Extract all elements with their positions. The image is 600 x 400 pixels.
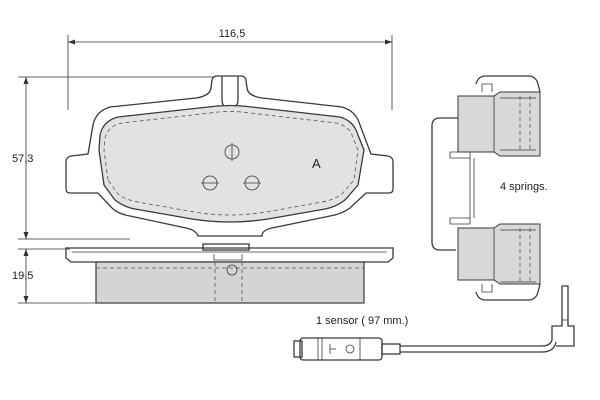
pad-front-view: A: [65, 75, 394, 237]
height-label: 57,3: [12, 153, 33, 165]
pad-marker-label: A: [312, 156, 321, 171]
pad-side-view: [65, 243, 394, 304]
width-label: 116,5: [219, 28, 246, 40]
thickness-label: 19,5: [12, 270, 33, 282]
sensor-label: 1 sensor ( 97 mm.): [316, 315, 408, 327]
height-dimension: 57,3: [12, 76, 215, 240]
width-dimension: 116,5: [67, 28, 393, 110]
wear-sensor: 1 sensor ( 97 mm.): [293, 285, 575, 361]
springs-group: 4 springs.: [431, 75, 548, 301]
springs-label: 4 springs.: [500, 181, 548, 193]
thickness-dimension: 19,5: [12, 248, 96, 304]
